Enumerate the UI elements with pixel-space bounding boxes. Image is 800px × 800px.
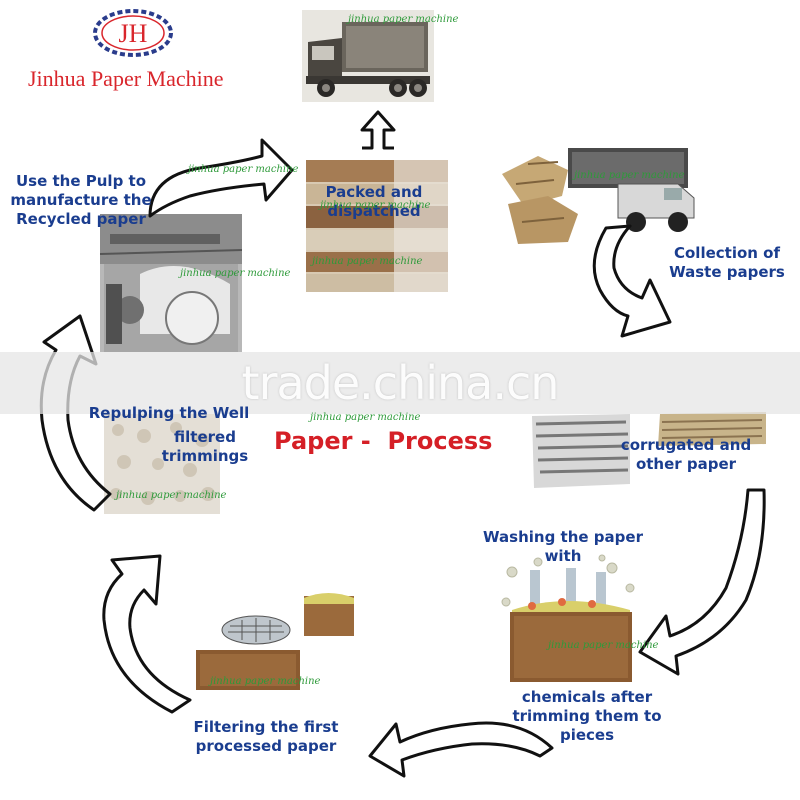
brand-name: Jinhua Paper Machine [28,66,224,91]
diagram-title: Paper - Process [274,427,493,455]
watermark-small: jinhua paper machine [116,490,227,501]
watermark-small: jinhua paper machine [210,676,321,687]
label-corrugated: corrugated and other paper [620,436,752,473]
jh-logo: JH [93,9,173,57]
watermark-small: jinhua paper machine [348,14,459,25]
label-filtering: Filtering the first processed paper [193,718,339,755]
packed-paper-image [306,160,448,292]
label-packed-dispatched: Packed and dispatched [325,183,423,220]
waste-paper-truck-image [498,134,704,254]
washing-tank-image [492,552,642,684]
watermark-small: jinhua paper machine [310,412,421,423]
watermark-small: jinhua paper machine [312,256,423,267]
watermark-small: jinhua paper machine [188,164,299,175]
label-washing-bottom: chemicals after trimming them to pieces [512,688,662,744]
watermark-small: jinhua paper machine [548,640,659,651]
trimmings-image [104,414,220,514]
label-repulping-top: Repulping the Well [88,404,250,422]
label-washing-top: Washing the paper with [483,528,643,565]
dispatch-truck-image [302,10,434,102]
watermark-small: jinhua paper machine [320,200,431,211]
filtering-image [196,590,358,690]
label-repulping-bottom: filtered trimmings [161,428,249,465]
watermark-site-text: trade.china.cn [241,356,560,410]
label-collection: Collection of Waste papers [669,244,785,281]
watermark-small: jinhua paper machine [574,170,685,181]
logo-text: JH [119,19,148,48]
label-use-pulp: Use the Pulp to manufacture the Recycled… [10,172,152,228]
watermark-banner [0,352,800,414]
watermark-small: jinhua paper machine [180,268,291,279]
paper-machine-image [100,214,242,352]
